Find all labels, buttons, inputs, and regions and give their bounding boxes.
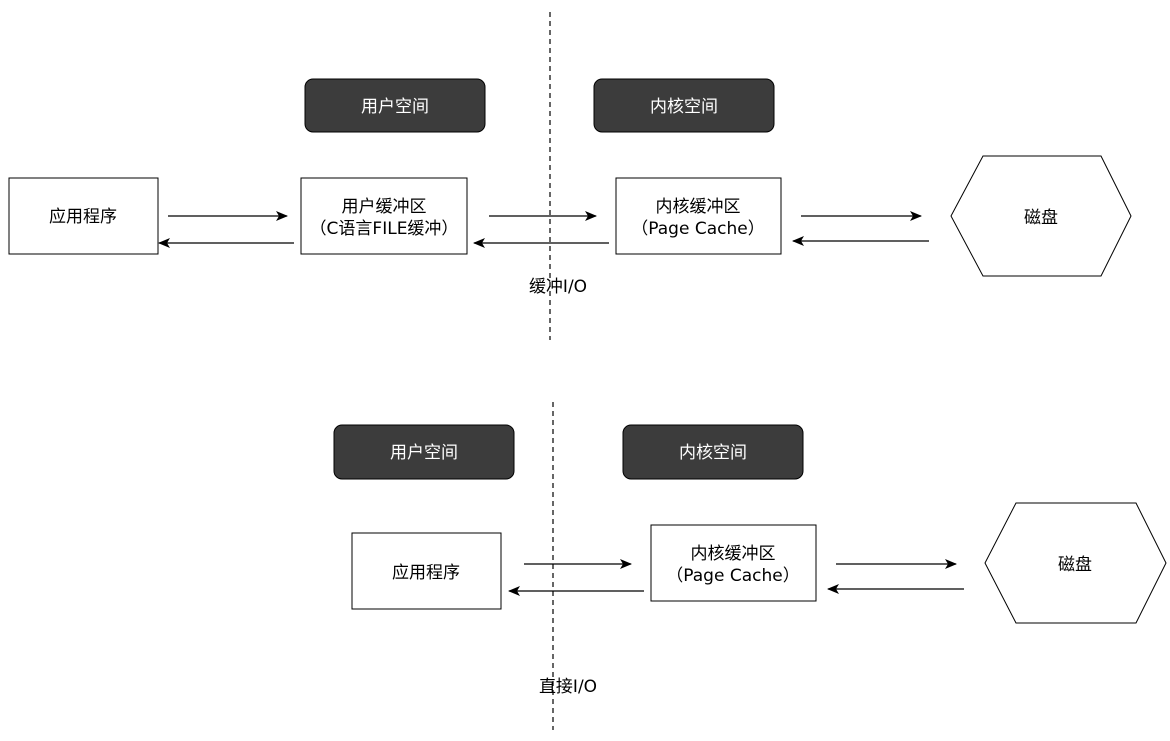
buffered-user-space-header: 用户空间 — [304, 78, 486, 133]
buffered-io-caption: 缓冲I/O — [529, 277, 587, 297]
buffered-kernel-space-label: 内核空间 — [650, 97, 718, 117]
direct-kernel-buffer-box: 内核缓冲区 （Page Cache） — [650, 524, 817, 602]
direct-disk-hexagon: 磁盘 — [984, 502, 1167, 624]
buffered-app-label: 应用程序 — [49, 207, 117, 227]
direct-kernel-space-header: 内核空间 — [622, 424, 804, 480]
buffered-user-space-label: 用户空间 — [361, 97, 429, 117]
direct-kernel-space-label: 内核空间 — [679, 443, 747, 463]
buffered-kernel-buffer-label-line1: 内核缓冲区 — [656, 197, 741, 217]
user-buffer-label-line2: （C语言FILE缓冲） — [310, 219, 459, 239]
buffered-disk-hexagon: 磁盘 — [950, 155, 1132, 277]
direct-user-space-label: 用户空间 — [390, 443, 458, 463]
direct-io-section: 用户空间 内核空间 应用程序 内核缓冲区 （Page Cache） 磁盘 — [333, 402, 1167, 730]
direct-io-caption: 直接I/O — [539, 677, 597, 697]
direct-kernel-buffer-label-line2: （Page Cache） — [666, 566, 799, 586]
buffered-io-section: 用户空间 内核空间 应用程序 用户缓冲区 （C语言FILE缓冲） 内核缓冲区 （… — [8, 12, 1132, 340]
buffered-disk-label: 磁盘 — [1024, 208, 1058, 228]
user-buffer-label-line1: 用户缓冲区 — [342, 197, 427, 217]
buffered-app-box: 应用程序 — [8, 177, 159, 255]
user-buffer-box: 用户缓冲区 （C语言FILE缓冲） — [300, 177, 468, 255]
buffered-kernel-buffer-label-line2: （Page Cache） — [631, 219, 764, 239]
direct-app-label: 应用程序 — [392, 563, 460, 583]
direct-app-box: 应用程序 — [351, 532, 502, 610]
direct-disk-label: 磁盘 — [1058, 555, 1092, 575]
buffered-kernel-buffer-box: 内核缓冲区 （Page Cache） — [615, 177, 782, 255]
direct-kernel-buffer-label-line1: 内核缓冲区 — [691, 544, 776, 564]
direct-user-space-header: 用户空间 — [333, 424, 515, 480]
buffered-kernel-space-header: 内核空间 — [593, 78, 775, 133]
